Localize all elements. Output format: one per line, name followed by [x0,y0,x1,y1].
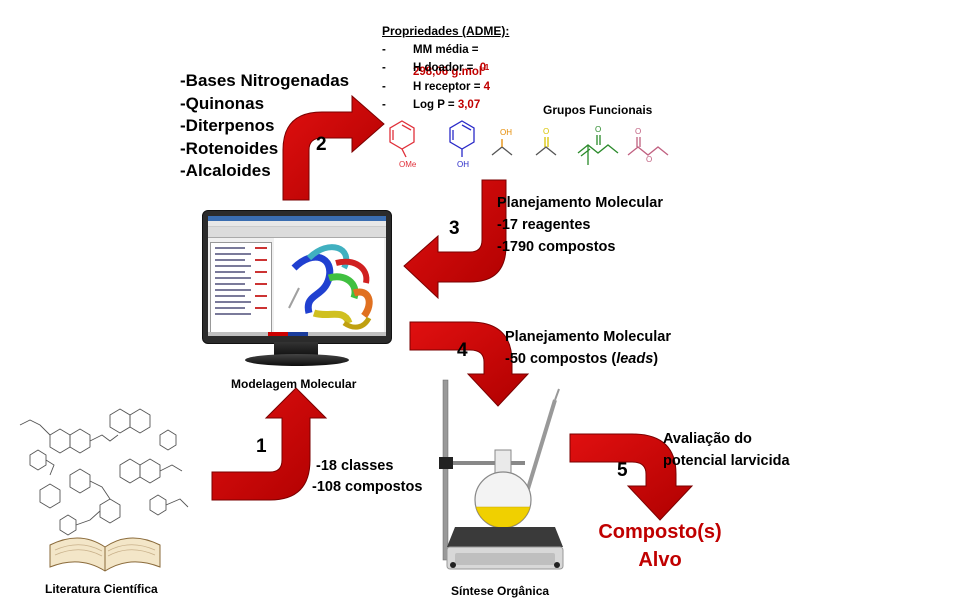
synthesis-label: Síntese Orgânica [451,584,550,598]
adme-properties: Propriedades (ADME): - MM média = 298,06… [382,22,509,115]
literature-label: Literatura Científica [45,582,158,596]
step3-line: -17 reagentes [497,217,591,233]
molecule-sketches [19,408,189,536]
arrow-3 [403,179,507,300]
list-item: -Quinonas [180,93,265,113]
arrow-4 [409,321,530,407]
arrow-5 [569,433,694,521]
screen-titlebar [208,216,386,221]
ome-label: OMe [399,160,417,169]
flask-liquid [475,506,531,528]
o-label-1: O [543,127,549,136]
adme-label: H receptor = [413,80,484,93]
adme-row: - H doador = 0 [382,59,509,78]
step3-text: Planejamento Molecular -17 reagentes -17… [497,192,663,258]
step4-line: Planejamento Molecular [505,329,671,345]
arrow-1 [211,387,328,501]
adme-value: 298,06 g.mol [413,65,483,78]
hotplate-foot [450,562,456,568]
adme-row: - H receptor = 4 [382,78,509,97]
monitor-base [245,354,349,366]
monitor-neck [274,342,318,356]
list-item: -Alcaloides [180,161,271,180]
anisole-structure [389,120,415,158]
step1-line: -18 classes [316,458,394,474]
list-item: -Rotenoides [180,138,279,158]
target-compound: Composto(s) Alvo [592,518,728,574]
adme-label: Log P = [413,99,458,111]
phenol-structure [449,120,475,157]
adme-dash: - [382,99,386,111]
step1-line: -108 compostos [312,479,423,495]
step4-suffix: ) [653,351,659,367]
stand-rod [442,379,449,561]
step3-line: -1790 compostos [497,239,616,255]
functional-groups-title: Grupos Funcionais [543,103,653,117]
step4-text: Planejamento Molecular -50 compostos (le… [505,326,671,370]
step5-line: Avaliação do [663,431,752,447]
o-label-4: O [646,155,652,164]
step-number-4: 4 [457,340,468,361]
list-item: -Diterpenos [180,116,275,135]
adme-dash: - [382,80,386,93]
synthesis-apparatus [439,379,564,570]
adme-row: - Log P = 3,07 [382,96,509,115]
step-number-2: 2 [316,134,327,155]
step4-italic: leads [616,351,654,367]
adme-row: - MM média = 298,06 g.mol-1 [382,41,509,78]
step-number-1: 1 [256,436,267,457]
oh-label: OH [457,160,469,169]
literature-illustration [19,408,189,572]
adme-dash: - [382,43,386,56]
hotplate-top [447,527,563,547]
ester-structure [627,137,669,156]
adme-label: H doador = [413,62,480,74]
target-line: Composto(s) [598,521,722,543]
protein-viewport [274,238,384,334]
step-number-5: 5 [617,460,628,481]
screen-toolbar [208,227,386,238]
arrow-2 [282,94,385,201]
compound-classes-list: -Bases Nitrogenadas -Quinonas -Diterpeno… [180,70,349,183]
step3-line: Planejamento Molecular [497,195,663,211]
step4-prefix: -50 compostos ( [505,351,617,367]
screen-menubar [208,221,386,227]
screen-tree-panel [210,242,272,334]
modeling-label: Modelagem Molecular [231,377,357,391]
tree-rows [215,247,267,315]
adme-value: 4 [483,80,491,93]
step4-line: -50 compostos (leads) [505,348,671,370]
computer-monitor [202,210,392,344]
alcohol-structure [491,139,513,156]
step-number-3: 3 [449,218,460,239]
step1-text: -18 classes -108 compostos [312,456,422,498]
protein-ribbon-image [288,244,373,330]
adme-dash: - [382,62,386,74]
adme-label: MM média = [413,43,479,56]
screen-statusbar [208,332,386,336]
list-item: -Bases Nitrogenadas [180,71,350,90]
ketone-structure [535,137,557,156]
enone-structure [577,135,619,165]
o-label-3: O [635,127,641,136]
o-label-2: O [595,125,601,134]
clamp-arm [445,461,525,465]
adme-title: Propriedades (ADME): [382,24,510,38]
step5-line: potencial larvicida [663,453,790,469]
monitor-screen [208,216,386,336]
step5-text: Avaliação do potencial larvicida [663,428,790,472]
clamp-boss [439,457,453,469]
book-icon [49,537,161,572]
adme-sup: -1 [482,63,490,72]
adme-value: 0 [479,62,487,74]
functional-groups-structures: OMe OH OH O O O O [389,120,669,169]
oh-label-2: OH [500,128,512,137]
adme-value: 3,07 [457,99,481,111]
target-line: Alvo [638,549,682,571]
